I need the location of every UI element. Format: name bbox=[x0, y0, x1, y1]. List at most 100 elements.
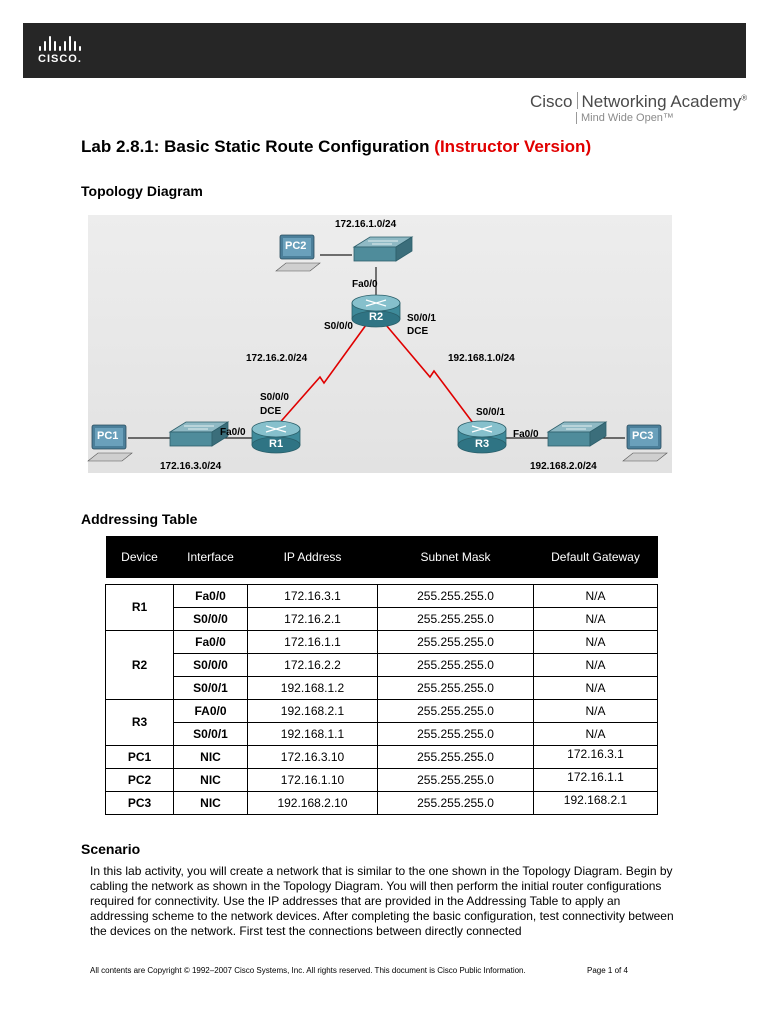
academy-name-right: Networking Academy bbox=[581, 92, 742, 111]
mask-cell: 255.255.255.0 bbox=[377, 790, 534, 815]
ip-cell: 172.16.3.10 bbox=[247, 744, 378, 769]
gateway-cell: 172.16.3.1 bbox=[533, 744, 658, 769]
interface-cell: NIC bbox=[173, 767, 248, 792]
router-r3-icon bbox=[457, 420, 507, 454]
gateway-cell: N/A bbox=[533, 675, 658, 700]
ip-cell: 172.16.3.1 bbox=[247, 583, 378, 608]
r2-s000-label: S0/0/0 bbox=[324, 321, 353, 332]
addressing-heading: Addressing Table bbox=[81, 511, 198, 527]
footer-page-number: Page 1 of 4 bbox=[587, 966, 628, 975]
cisco-logo-bars-icon bbox=[39, 35, 98, 51]
interface-cell: NIC bbox=[173, 790, 248, 815]
mask-cell: 255.255.255.0 bbox=[377, 698, 534, 723]
header-banner bbox=[23, 23, 746, 78]
ip-cell: 172.16.2.2 bbox=[247, 652, 378, 677]
ip-cell: 192.168.1.1 bbox=[247, 721, 378, 746]
ip-cell: 172.16.2.1 bbox=[247, 606, 378, 631]
ip-cell: 172.16.1.1 bbox=[247, 629, 378, 654]
table-row: R2 Fa0/0 172.16.1.1 255.255.255.0 N/A bbox=[105, 629, 658, 700]
r2-s001-label: S0/0/1 bbox=[407, 313, 436, 324]
link-r1r2-network-label: 172.16.2.0/24 bbox=[246, 353, 308, 364]
serial-link-r1-r2 bbox=[275, 324, 367, 428]
ip-cell: 192.168.2.1 bbox=[247, 698, 378, 723]
r3-label: R3 bbox=[475, 438, 490, 450]
addressing-table: Device Interface IP Address Subnet Mask … bbox=[105, 536, 658, 815]
topology-diagram: PC2 PC1 PC3 R2 R1 R3 172.16.1.0/24 Fa0/0… bbox=[80, 207, 680, 487]
table-row: S0/0/0 172.16.2.1 255.255.255.0 N/A bbox=[106, 606, 658, 631]
gateway-cell: N/A bbox=[533, 629, 658, 654]
r2-fa-label: Fa0/0 bbox=[352, 279, 378, 290]
cisco-logo: CISCO. bbox=[38, 35, 98, 67]
mask-cell: 255.255.255.0 bbox=[377, 652, 534, 677]
pc1-label: PC1 bbox=[97, 430, 119, 442]
pc2-label: PC2 bbox=[285, 240, 307, 252]
interface-cell: Fa0/0 bbox=[173, 629, 248, 654]
mask-cell: 255.255.255.0 bbox=[377, 606, 534, 631]
pc3-icon bbox=[622, 424, 668, 462]
gateway-cell: N/A bbox=[533, 606, 658, 631]
device-cell: R2 bbox=[105, 629, 174, 700]
interface-cell: FA0/0 bbox=[173, 698, 248, 723]
interface-cell: S0/0/1 bbox=[173, 721, 248, 746]
r1-fa-label: Fa0/0 bbox=[220, 427, 246, 438]
mask-cell: 255.255.255.0 bbox=[377, 721, 534, 746]
topology-heading: Topology Diagram bbox=[81, 183, 203, 199]
academy-tagline: Mind Wide Open™ bbox=[576, 112, 750, 124]
scenario-heading: Scenario bbox=[81, 841, 141, 857]
col-ip-address: IP Address bbox=[247, 536, 378, 578]
serial-link-r2-r3 bbox=[385, 324, 477, 428]
interface-cell: Fa0/0 bbox=[173, 583, 248, 608]
interface-cell: S0/0/0 bbox=[173, 606, 248, 631]
lab-title-version: (Instructor Version) bbox=[434, 137, 592, 156]
academy-name-left: Cisco bbox=[530, 92, 573, 111]
r1-label: R1 bbox=[269, 438, 284, 450]
r1-dce-label: DCE bbox=[260, 406, 282, 417]
r3-lan-network-label: 192.168.2.0/24 bbox=[530, 461, 597, 472]
device-cell: R1 bbox=[105, 583, 174, 631]
table-row: R3 FA0/0 192.168.2.1 255.255.255.0 N/A bbox=[105, 698, 658, 746]
mask-cell: 255.255.255.0 bbox=[377, 744, 534, 769]
col-interface: Interface bbox=[173, 536, 248, 578]
scenario-text: In this lab activity, you will create a … bbox=[90, 864, 674, 938]
router-r1-icon bbox=[251, 420, 301, 454]
table-row: S0/0/1 192.168.1.2 255.255.255.0 N/A bbox=[106, 675, 658, 700]
gateway-cell: 172.16.1.1 bbox=[533, 767, 658, 792]
table-header-row: Device Interface IP Address Subnet Mask … bbox=[105, 536, 658, 578]
switch-r2-lan-icon bbox=[352, 236, 414, 262]
gateway-cell: 192.168.2.1 bbox=[533, 790, 658, 815]
table-row: PC3 NIC 192.168.2.10 255.255.255.0 192.1… bbox=[105, 790, 658, 815]
pc2-icon bbox=[275, 234, 321, 272]
switch-r1-lan-icon bbox=[168, 421, 230, 447]
mask-cell: 255.255.255.0 bbox=[377, 675, 534, 700]
mask-cell: 255.255.255.0 bbox=[377, 629, 534, 654]
topology-svg bbox=[87, 234, 668, 462]
r1-s000-label: S0/0/0 bbox=[260, 392, 289, 403]
interface-cell: NIC bbox=[173, 744, 248, 769]
r1-lan-network-label: 172.16.3.0/24 bbox=[160, 461, 222, 472]
ip-cell: 192.168.2.10 bbox=[247, 790, 378, 815]
link-r2r3-network-label: 192.168.1.0/24 bbox=[448, 353, 515, 364]
table-row: PC2 NIC 172.16.1.10 255.255.255.0 172.16… bbox=[105, 767, 658, 792]
r3-fa-label: Fa0/0 bbox=[513, 429, 539, 440]
gateway-cell: N/A bbox=[533, 721, 658, 746]
switch-r3-lan-icon bbox=[546, 421, 608, 447]
interface-cell: S0/0/0 bbox=[173, 652, 248, 677]
col-default-gateway: Default Gateway bbox=[533, 536, 658, 578]
ip-cell: 172.16.1.10 bbox=[247, 767, 378, 792]
col-subnet-mask: Subnet Mask bbox=[377, 536, 534, 578]
device-cell: PC2 bbox=[105, 767, 174, 792]
r2-dce-label: DCE bbox=[407, 326, 429, 337]
device-cell: PC3 bbox=[105, 790, 174, 815]
table-row: PC1 NIC 172.16.3.10 255.255.255.0 172.16… bbox=[105, 744, 658, 769]
device-cell: R3 bbox=[105, 698, 174, 746]
lab-title-main: Lab 2.8.1: Basic Static Route Configurat… bbox=[81, 137, 430, 156]
pc3-label: PC3 bbox=[632, 430, 654, 442]
ip-cell: 192.168.1.2 bbox=[247, 675, 378, 700]
footer-copyright: All contents are Copyright © 1992–2007 C… bbox=[90, 966, 526, 975]
lab-title: Lab 2.8.1: Basic Static Route Configurat… bbox=[81, 137, 591, 157]
table-row: R1 Fa0/0 172.16.3.1 255.255.255.0 N/A bbox=[105, 583, 658, 631]
table-row: S0/0/1 192.168.1.1 255.255.255.0 N/A bbox=[106, 721, 658, 746]
col-device: Device bbox=[105, 536, 174, 578]
page-footer: All contents are Copyright © 1992–2007 C… bbox=[90, 966, 690, 975]
